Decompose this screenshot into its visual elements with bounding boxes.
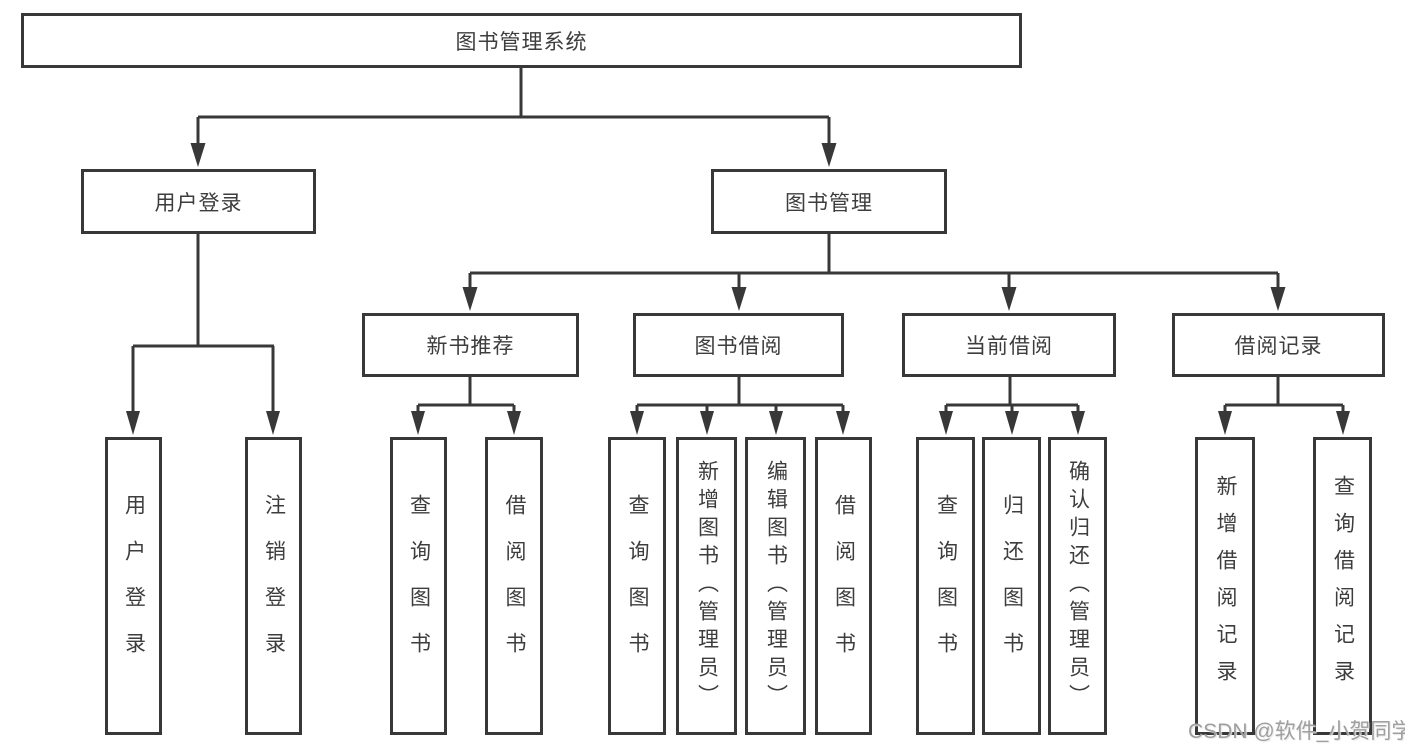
node-label: 借阅图书 [503, 494, 526, 678]
node-label: 查询借阅记录 [1331, 475, 1355, 697]
node-book-management: 图书管理 [711, 169, 947, 234]
node-label: 新增借阅记录 [1214, 475, 1237, 697]
node-label: 查询图书 [934, 494, 958, 678]
node-user-login: 用户登录 [81, 169, 316, 234]
leaf-user-login-action: 用户登录 [105, 437, 162, 735]
node-label: 图书管理系统 [455, 30, 588, 54]
node-label: 借阅图书 [832, 494, 856, 678]
leaf-edit-book-admin: 编辑图书（管理员） [745, 437, 806, 735]
node-label: 注销登录 [262, 494, 286, 678]
csdn-watermark: CSDN @软件_小贺同学 [1188, 720, 1405, 743]
leaf-borrow-books: 借阅图书 [815, 437, 872, 735]
node-label: 编辑图书（管理员） [764, 460, 788, 712]
node-label: 新增图书（管理员） [695, 460, 719, 712]
node-label: 图书借阅 [694, 335, 783, 358]
node-label: 用户登录 [154, 191, 243, 215]
node-new-book-recommend: 新书推荐 [362, 313, 579, 377]
leaf-borrow-books-recommend: 借阅图书 [485, 437, 543, 735]
node-borrow-records: 借阅记录 [1172, 313, 1385, 377]
node-book-borrow: 图书借阅 [633, 313, 844, 377]
leaf-confirm-return-admin: 确认归还（管理员） [1048, 437, 1107, 735]
node-label: 用户登录 [122, 494, 146, 678]
leaf-query-books-current: 查询图书 [916, 437, 975, 735]
node-label: 当前借阅 [965, 335, 1053, 358]
node-current-borrow: 当前借阅 [902, 313, 1116, 377]
node-label: 图书管理 [785, 191, 873, 215]
leaf-query-books-borrow: 查询图书 [608, 437, 666, 735]
leaf-query-books-recommend: 查询图书 [390, 437, 447, 735]
leaf-query-borrow-record: 查询借阅记录 [1313, 437, 1372, 735]
leaf-logout: 注销登录 [245, 437, 302, 735]
leaf-return-books: 归还图书 [982, 437, 1041, 735]
leaf-add-borrow-record: 新增借阅记录 [1195, 437, 1255, 735]
node-label: 查询图书 [407, 494, 431, 678]
arrowheads [126, 143, 1350, 435]
node-label: 归还图书 [1000, 494, 1024, 678]
node-label: 新书推荐 [426, 335, 515, 358]
node-library-management-system: 图书管理系统 [21, 13, 1022, 68]
node-label: 查询图书 [626, 494, 649, 678]
node-label: 借阅记录 [1234, 335, 1323, 358]
node-label: 确认归还（管理员） [1066, 460, 1090, 712]
leaf-add-book-admin: 新增图书（管理员） [676, 437, 737, 735]
